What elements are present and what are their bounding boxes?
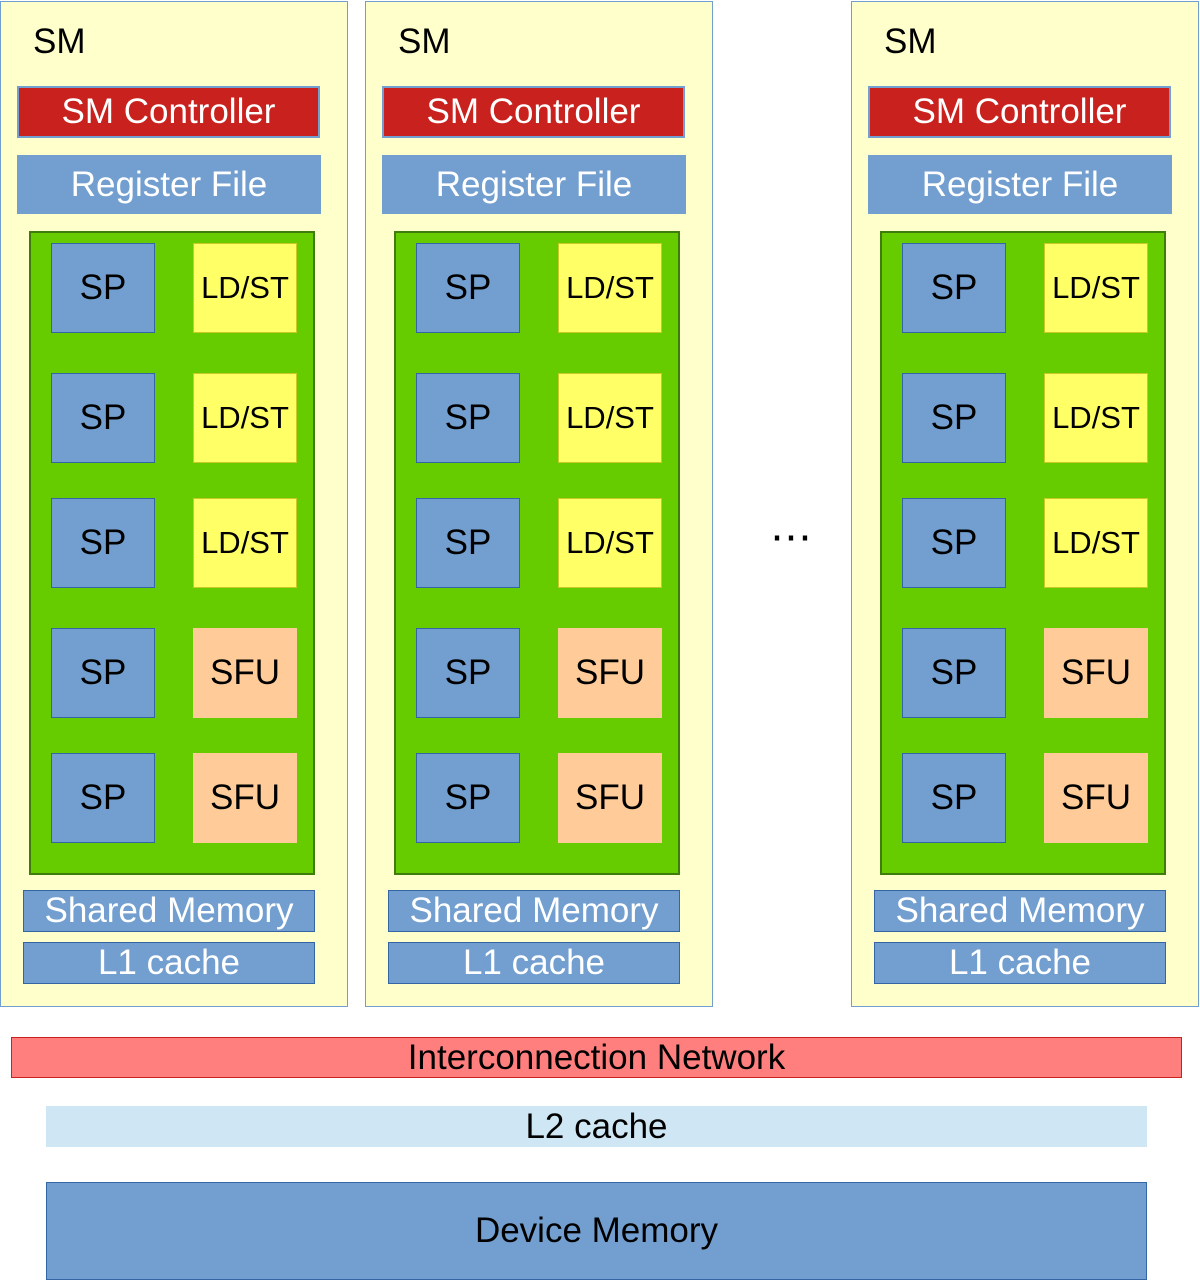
- shared-memory: Shared Memory: [23, 890, 315, 932]
- sm-controller: SM Controller: [17, 86, 320, 138]
- sp-unit: SP: [51, 243, 155, 333]
- l1-cache: L1 cache: [874, 942, 1166, 984]
- sm-title: SM: [398, 22, 451, 61]
- l2-cache: L2 cache: [46, 1106, 1147, 1147]
- sp-unit: SP: [902, 373, 1006, 463]
- sp-unit: SP: [51, 373, 155, 463]
- register-file: Register File: [382, 155, 686, 214]
- sm-controller: SM Controller: [382, 86, 685, 138]
- sp-unit: SP: [51, 753, 155, 843]
- execution-units-area: SP LD/ST SP LD/ST SP LD/ST SP SFU SP SFU: [880, 231, 1166, 875]
- interconnection-network: Interconnection Network: [11, 1037, 1182, 1078]
- sp-unit: SP: [902, 628, 1006, 718]
- sfu-unit: SFU: [1044, 628, 1148, 718]
- sfu-unit: SFU: [1044, 753, 1148, 843]
- ldst-unit: LD/ST: [558, 498, 662, 588]
- device-memory: Device Memory: [46, 1182, 1147, 1280]
- sm-block-1: SM SM Controller Register File SP LD/ST …: [365, 1, 713, 1007]
- ldst-unit: LD/ST: [1044, 373, 1148, 463]
- l1-cache: L1 cache: [388, 942, 680, 984]
- register-file: Register File: [17, 155, 321, 214]
- ldst-unit: LD/ST: [1044, 243, 1148, 333]
- shared-memory: Shared Memory: [388, 890, 680, 932]
- execution-units-area: SP LD/ST SP LD/ST SP LD/ST SP SFU SP SFU: [29, 231, 315, 875]
- ldst-unit: LD/ST: [193, 243, 297, 333]
- ldst-unit: LD/ST: [558, 373, 662, 463]
- sm-title: SM: [884, 22, 937, 61]
- ldst-unit: LD/ST: [193, 373, 297, 463]
- sm-controller: SM Controller: [868, 86, 1171, 138]
- execution-units-area: SP LD/ST SP LD/ST SP LD/ST SP SFU SP SFU: [394, 231, 680, 875]
- sp-unit: SP: [902, 753, 1006, 843]
- register-file: Register File: [868, 155, 1172, 214]
- ldst-unit: LD/ST: [1044, 498, 1148, 588]
- sm-block-2: SM SM Controller Register File SP LD/ST …: [851, 1, 1199, 1007]
- sp-unit: SP: [902, 243, 1006, 333]
- l1-cache: L1 cache: [23, 942, 315, 984]
- sp-unit: SP: [51, 628, 155, 718]
- sp-unit: SP: [416, 373, 520, 463]
- sp-unit: SP: [416, 753, 520, 843]
- sm-block-0: SM SM Controller Register File SP LD/ST …: [0, 1, 348, 1007]
- sm-title: SM: [33, 22, 86, 61]
- sp-unit: SP: [416, 628, 520, 718]
- sfu-unit: SFU: [558, 753, 662, 843]
- sp-unit: SP: [416, 498, 520, 588]
- sfu-unit: SFU: [193, 628, 297, 718]
- sfu-unit: SFU: [193, 753, 297, 843]
- sp-unit: SP: [902, 498, 1006, 588]
- sfu-unit: SFU: [558, 628, 662, 718]
- ldst-unit: LD/ST: [558, 243, 662, 333]
- ldst-unit: LD/ST: [193, 498, 297, 588]
- sp-unit: SP: [416, 243, 520, 333]
- shared-memory: Shared Memory: [874, 890, 1166, 932]
- ellipsis: ⋯: [770, 513, 814, 560]
- sp-unit: SP: [51, 498, 155, 588]
